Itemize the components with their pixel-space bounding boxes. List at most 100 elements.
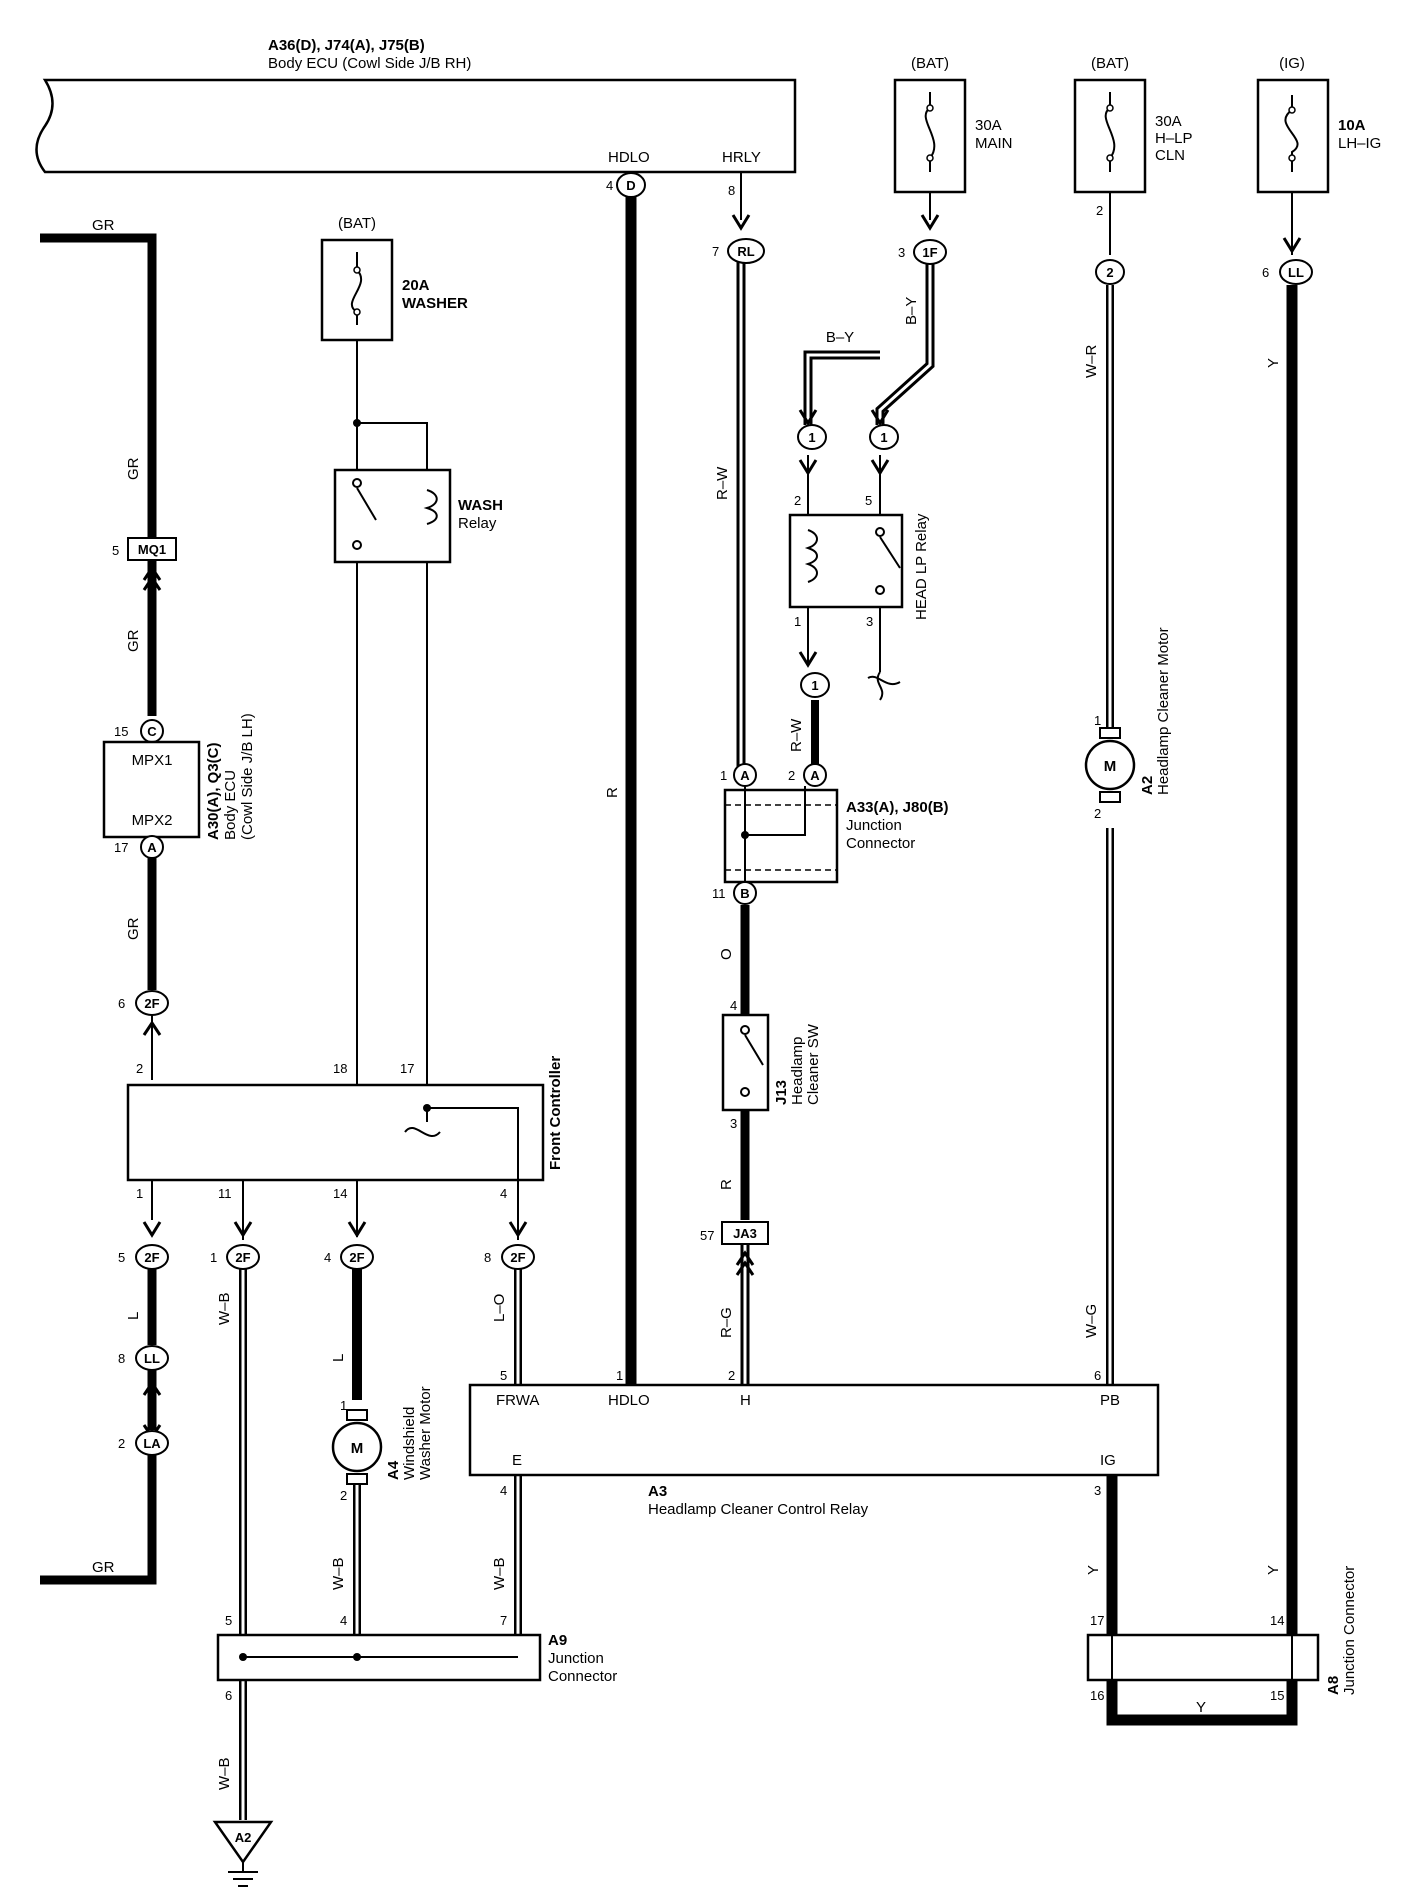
svg-text:6: 6 <box>118 996 125 1011</box>
svg-text:17: 17 <box>114 840 128 855</box>
wire-gr-bottom <box>40 1453 157 1585</box>
svg-text:17: 17 <box>1090 1613 1104 1628</box>
svg-text:B–Y: B–Y <box>903 297 920 325</box>
svg-text:GR: GR <box>92 217 115 234</box>
svg-text:6: 6 <box>225 1688 232 1703</box>
svg-text:L: L <box>125 1312 142 1320</box>
svg-text:Washer Motor: Washer Motor <box>417 1386 434 1480</box>
svg-text:2F: 2F <box>235 1250 250 1265</box>
svg-text:Cleaner SW: Cleaner SW <box>805 1023 822 1105</box>
svg-text:LH–IG: LH–IG <box>1338 135 1381 152</box>
connector-mq1: 5 MQ1 <box>112 537 177 591</box>
svg-text:W–B: W–B <box>216 1757 233 1790</box>
svg-text:Headlamp: Headlamp <box>789 1037 806 1105</box>
svg-text:5: 5 <box>865 493 872 508</box>
svg-text:Relay: Relay <box>458 515 497 532</box>
svg-text:WASH: WASH <box>458 497 503 514</box>
svg-text:MQ1: MQ1 <box>138 542 166 557</box>
svg-text:GR: GR <box>125 917 142 940</box>
svg-text:WASHER: WASHER <box>402 295 468 312</box>
svg-text:H–LP: H–LP <box>1155 130 1193 147</box>
svg-text:Y: Y <box>1196 1699 1206 1716</box>
pin-hdlo-label: HDLO <box>608 149 650 166</box>
svg-text:1: 1 <box>720 768 727 783</box>
svg-text:8: 8 <box>118 1351 125 1366</box>
svg-text:CLN: CLN <box>1155 147 1185 164</box>
pin-hrly-label: HRLY <box>722 149 761 166</box>
svg-text:M: M <box>1104 758 1117 775</box>
svg-text:A: A <box>740 768 750 783</box>
headlamp-cleaner-motor: 1 M 2 A2 Headlamp Cleaner Motor <box>1084 627 1172 821</box>
svg-text:C: C <box>147 724 157 739</box>
svg-text:8: 8 <box>484 1250 491 1265</box>
svg-text:W–G: W–G <box>1083 1304 1100 1338</box>
svg-text:6: 6 <box>1262 265 1269 280</box>
svg-text:(IG): (IG) <box>1279 55 1305 72</box>
svg-text:3: 3 <box>730 1116 737 1131</box>
svg-text:A: A <box>810 768 820 783</box>
svg-text:(BAT): (BAT) <box>338 215 376 232</box>
svg-text:30A: 30A <box>975 117 1002 134</box>
svg-text:E: E <box>512 1452 522 1469</box>
svg-text:7: 7 <box>712 244 719 259</box>
svg-text:LL: LL <box>144 1351 160 1366</box>
head-lp-relay: B–Y 1 1 2 5 HEAD LP Relay 1 3 1 <box>788 329 930 701</box>
svg-text:1: 1 <box>811 678 818 693</box>
fuse-10a-lhig: (IG) 10A LH–IG 6 LL <box>1256 55 1381 285</box>
svg-text:2F: 2F <box>144 996 159 1011</box>
svg-text:1: 1 <box>880 430 887 445</box>
svg-text:Connector: Connector <box>548 1668 617 1685</box>
svg-text:IG: IG <box>1100 1452 1116 1469</box>
svg-text:20A: 20A <box>402 277 430 294</box>
svg-text:R: R <box>718 1179 735 1190</box>
svg-text:J13: J13 <box>773 1080 790 1105</box>
connector-2f-upper: 6 2F <box>118 990 169 1036</box>
wire-washer <box>356 325 428 1105</box>
svg-text:R–G: R–G <box>718 1307 735 1338</box>
svg-text:GR: GR <box>125 629 142 652</box>
svg-text:A2: A2 <box>235 1830 252 1845</box>
svg-text:1: 1 <box>794 614 801 629</box>
svg-text:A2: A2 <box>1139 776 1156 795</box>
svg-text:R–W: R–W <box>714 466 731 500</box>
front-controller: 2 18 17 Front Controller 1 11 14 4 <box>126 1056 564 1201</box>
svg-text:Windshield: Windshield <box>401 1407 418 1480</box>
svg-text:30A: 30A <box>1155 113 1182 130</box>
svg-text:3: 3 <box>866 614 873 629</box>
svg-text:2: 2 <box>136 1061 143 1076</box>
svg-text:B: B <box>740 886 749 901</box>
svg-text:11: 11 <box>712 886 726 901</box>
svg-text:R: R <box>604 787 621 798</box>
svg-text:3: 3 <box>1094 1483 1101 1498</box>
svg-text:4: 4 <box>730 998 737 1013</box>
svg-text:2: 2 <box>1096 203 1103 218</box>
svg-text:4: 4 <box>340 1613 347 1628</box>
svg-text:5: 5 <box>118 1250 125 1265</box>
svg-text:LA: LA <box>143 1436 161 1451</box>
svg-text:Junction Connector: Junction Connector <box>1341 1566 1358 1695</box>
svg-text:MPX2: MPX2 <box>132 812 173 829</box>
svg-text:2: 2 <box>728 1368 735 1383</box>
svg-text:Y: Y <box>1085 1565 1102 1575</box>
svg-text:3: 3 <box>898 245 905 260</box>
svg-text:A9: A9 <box>548 1632 567 1649</box>
svg-text:1: 1 <box>1094 713 1101 728</box>
svg-text:5: 5 <box>225 1613 232 1628</box>
svg-text:(BAT): (BAT) <box>1091 55 1129 72</box>
svg-text:Y: Y <box>1265 1565 1282 1575</box>
headlamp-cleaner-control-relay: 5 1 2 6 FRWA HDLO H PB E IG 4 3 A3 Headl… <box>468 1368 1160 1518</box>
svg-text:W–R: W–R <box>1083 345 1100 379</box>
svg-text:14: 14 <box>1270 1613 1284 1628</box>
svg-text:4: 4 <box>606 178 613 193</box>
connector-rl: 8 7 RL <box>712 183 765 264</box>
svg-text:Front Controller: Front Controller <box>547 1056 564 1170</box>
svg-text:A4: A4 <box>385 1460 402 1480</box>
connectors-2f-lower: 5 2F 1 2F 4 2F 8 2F <box>118 1221 535 1270</box>
wire-y-right <box>1106 285 1298 1726</box>
svg-text:L–O: L–O <box>491 1294 508 1322</box>
svg-text:W–B: W–B <box>330 1557 347 1590</box>
svg-text:A33(A), J80(B): A33(A), J80(B) <box>846 799 949 816</box>
svg-text:1F: 1F <box>922 245 937 260</box>
svg-text:57: 57 <box>700 1228 714 1243</box>
svg-text:GR: GR <box>125 457 142 480</box>
